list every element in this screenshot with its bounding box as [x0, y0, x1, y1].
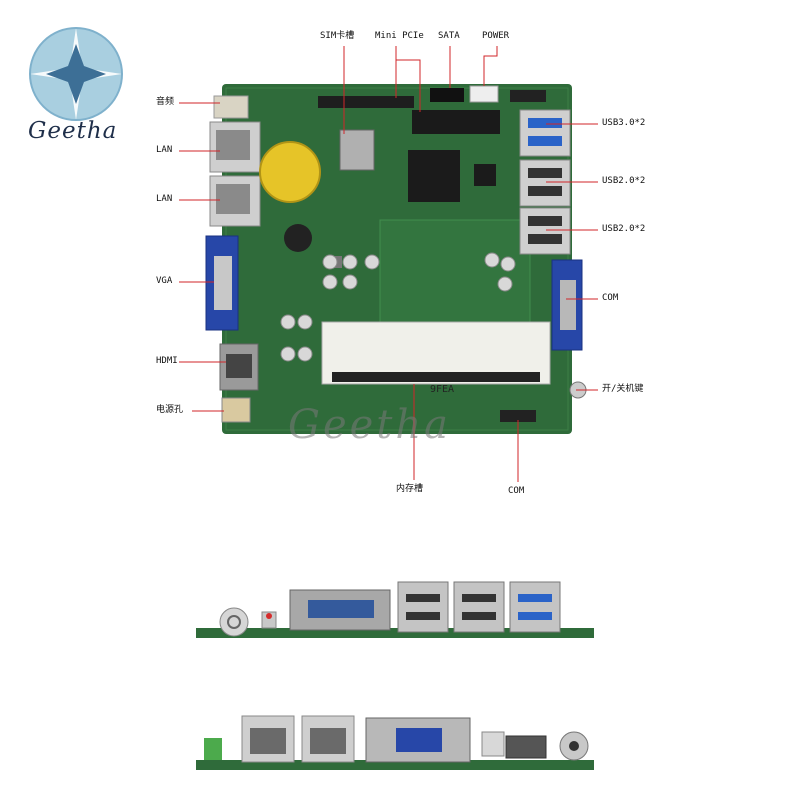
label-mini-pcie: Mini PCIe: [375, 31, 424, 41]
label-memory-slot: 内存槽: [396, 484, 424, 494]
brand-name: Geetha: [28, 118, 118, 144]
label-lan-1: LAN: [156, 145, 173, 155]
label-sata: SATA: [438, 31, 460, 41]
label-usb20-b: USB2.0*2: [602, 224, 646, 234]
label-hdmi: HDMI: [156, 356, 178, 366]
label-usb20-a: USB2.0*2: [602, 176, 646, 186]
board-silk-text: 9FEA: [430, 384, 454, 395]
label-vga: VGA: [156, 276, 173, 286]
label-power-button: 开/关机键: [602, 384, 644, 394]
label-com-right: COM: [602, 293, 619, 303]
compass-star-logo: [29, 27, 123, 121]
label-com-bottom: COM: [508, 486, 525, 496]
label-usb30: USB3.0*2: [602, 118, 646, 128]
label-sim-slot: SIM卡槽: [320, 31, 355, 41]
label-audio: 音频: [156, 97, 175, 107]
label-dc-jack: 电源孔: [156, 405, 184, 415]
label-power: POWER: [482, 31, 510, 41]
label-lan-2: LAN: [156, 194, 173, 204]
watermark: Geetha: [288, 402, 451, 448]
